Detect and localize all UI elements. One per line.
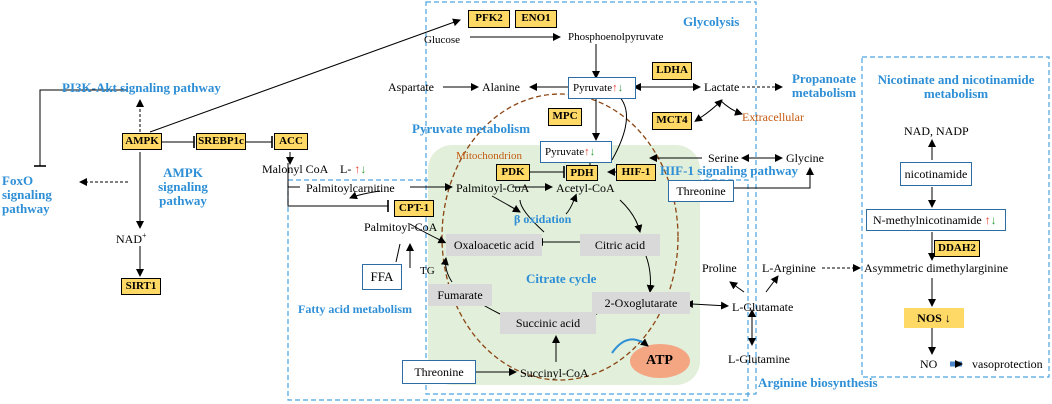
phosphoenolpyruvate: Phosphoenolpyruvate (568, 31, 664, 43)
acetyl-coa: Acetyl-CoA (556, 181, 615, 195)
gene-cpt1: CPT-1 (394, 200, 434, 217)
citric-acid: Citric acid (580, 234, 660, 256)
gene-mct4: MCT4 (652, 112, 692, 130)
nad-nadp: NAD, NADP (904, 124, 969, 138)
pyruvate-cytosol-box: Pyruvate↑↓ (568, 77, 636, 99)
lactate: Lactate (704, 80, 740, 94)
propanoate-label: Propanoate metabolism (791, 71, 857, 100)
up-indicator: ↑ (984, 213, 991, 227)
palmitoyl-coa-top: Palmitoyl-CoA (456, 181, 530, 195)
gene-pdk: PDK (496, 164, 530, 181)
gene-sirt1: SIRT1 (121, 278, 161, 295)
l-prefix: L- (340, 162, 352, 176)
gene-pdh: PDH (566, 165, 598, 181)
gene-nos: NOS ↓ (904, 308, 964, 328)
down-indicator: ↓ (990, 213, 997, 227)
down-indicator: ↓ (589, 146, 596, 158)
nad-plus-sup: + (142, 231, 147, 240)
atp-curve-arrow (611, 338, 649, 354)
serine: Serine (708, 151, 739, 165)
glycolysis-region (425, 1, 757, 395)
nicotinate-region (861, 56, 1050, 378)
hif1-pathway-label: HIF-1 signaling pathway (660, 163, 798, 178)
gene-ddah2: DDAH2 (934, 240, 980, 257)
gene-acc: ACC (274, 133, 308, 150)
l-glutamine: L-Glutamine (728, 352, 790, 366)
nicotinamide-box: nicotinamide (900, 162, 972, 186)
pi3k-akt-label: PI3K-Akt signaling pathway (62, 80, 221, 95)
palmitoyl-coa-left: Palmitoyl-CoA (364, 220, 438, 234)
proline: Proline (702, 261, 737, 275)
succinyl-coa: Succinyl-CoA (520, 366, 589, 380)
glycolysis-label: Glycolysis (683, 14, 740, 29)
palmitoylcarnitine: Palmitoylcarnitine (306, 181, 395, 195)
n-methylnicotinamide-box: N-methylnicotinamide ↑↓ (866, 209, 1006, 231)
l-arginine: L-Arginine (762, 261, 816, 275)
gene-ldha: LDHA (652, 62, 692, 80)
no: NO (920, 357, 938, 371)
fatty-acid-region (287, 179, 749, 401)
citrate-cycle-label: Citrate cycle (526, 271, 597, 286)
extracellular: Extracellular (742, 110, 804, 124)
l-carnitine-label: L- ↑↓ (340, 162, 366, 176)
nicotinate-label: Nicotinate and nicotinamide metabolism (877, 72, 1035, 101)
ffa-box: FFA (362, 264, 402, 290)
pyruvate-metabolism-label: Pyruvate metabolism (412, 121, 531, 136)
fatty-acid-label: Fatty acid metabolism (298, 302, 412, 316)
atp-blob (630, 344, 690, 378)
succinic-acid: Succinic acid (500, 312, 596, 334)
fumarate: Fumarate (428, 284, 492, 306)
gene-srebp1c: SREBP1c (196, 133, 246, 150)
nad-plus: NAD+ (116, 229, 147, 246)
beta-oxidation-label: β oxidation (514, 212, 572, 226)
glycine: Glycine (786, 151, 824, 165)
alanine: Alanine (482, 80, 520, 94)
threonine-top-box: Threonine (668, 180, 734, 202)
gene-hif1: HIF-1 (616, 164, 656, 181)
l-glutamate: L-Glutamate (732, 300, 794, 314)
gene-mpc: MPC (548, 108, 582, 126)
2-oxoglutarate: 2-Oxoglutarate (592, 292, 690, 314)
up-indicator: ↑ (584, 146, 590, 158)
foxo-pathway-label: FoxO signaling pathway (2, 173, 52, 216)
down-indicator: ↓ (617, 82, 624, 94)
malonyl-coa: Malonyl CoA (262, 162, 329, 176)
oxaloacetic-acid: Oxaloacetic acid (446, 234, 542, 256)
tg: TG (420, 265, 435, 277)
n-methylnicotinamide: N-methylnicotinamide (873, 213, 982, 227)
mitochondrion-area (428, 145, 700, 385)
gene-pfk2: PFK2 (468, 10, 510, 28)
mitochondrion-label: Mitochondrion (456, 150, 522, 162)
pyruvate-mito: Pyruvate (545, 146, 585, 158)
gene-ampk: AMPK (122, 133, 162, 150)
pyruvate-cytosol: Pyruvate (573, 82, 613, 94)
threonine-bottom-box: Threonine (402, 360, 476, 384)
ampk-pathway-label: AMPK signaling pathway (158, 165, 208, 208)
arginine-biosynthesis-label: Arginine biosynthesis (758, 375, 878, 390)
atp: ATP (646, 353, 673, 368)
down-indicator: ↓ (360, 162, 367, 176)
up-indicator: ↑ (354, 162, 361, 176)
aspartate: Aspartate (388, 80, 434, 94)
vasoprotection: vasoprotection (972, 357, 1043, 371)
gene-eno1: ENO1 (515, 10, 557, 28)
nad-text: NAD (116, 232, 142, 246)
asymmetric-dimethylarginine: Asymmetric dimethylarginine (864, 261, 1009, 275)
up-indicator: ↑ (612, 82, 618, 94)
glucose: Glucose (424, 34, 461, 46)
pyruvate-mito-box: Pyruvate↑↓ (540, 141, 612, 163)
